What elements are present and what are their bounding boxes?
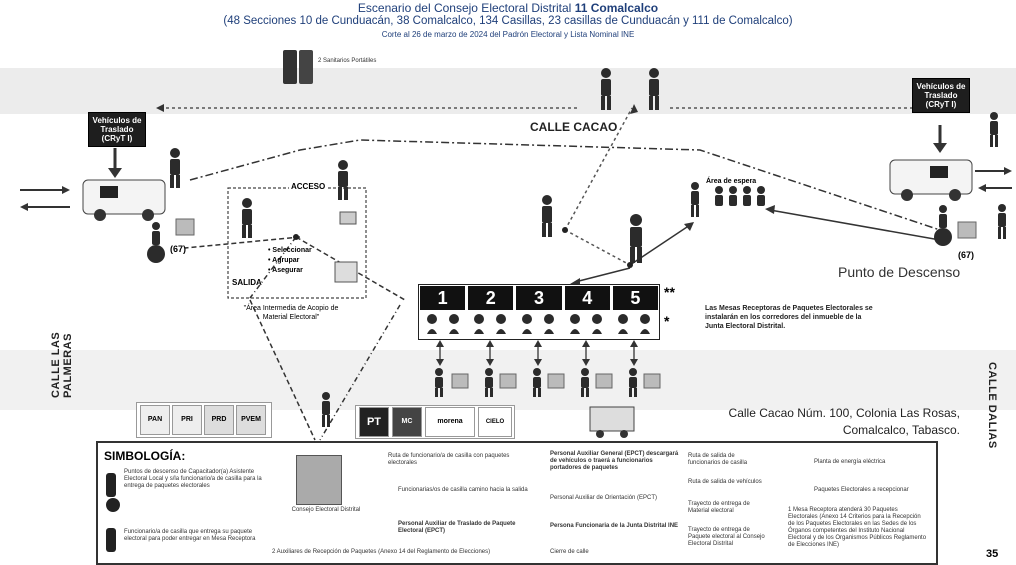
salida-label: SALIDA xyxy=(232,278,262,287)
page-number: 35 xyxy=(986,548,999,560)
mesa-number: 3 xyxy=(516,286,562,310)
sym-item: Paquetes Electorales a recepcionar xyxy=(814,487,909,493)
street-top-label: CALLE CACAO xyxy=(530,120,618,134)
title-bold: 11 Comalcalco xyxy=(574,1,659,15)
party-logo: PAN xyxy=(140,405,170,435)
sym-item: Ruta de salida de vehículos xyxy=(688,479,762,485)
sym-item: Cierre de calle xyxy=(550,549,589,555)
logos-left-panel: PAN PRI PRD PVEM xyxy=(136,402,272,438)
simbologia-title: SIMBOLOGÍA: xyxy=(104,449,186,463)
sym-item: Personal Auxiliar de Traslado de Paquete… xyxy=(398,521,516,534)
vehicle-right-label: Vehículos de Traslado (CRyT I) xyxy=(912,78,970,113)
aux-note: 2 Auxiliares de Recepción de Paquetes (A… xyxy=(272,549,491,555)
acopio-step: Agrupar xyxy=(272,257,300,264)
mark-double: ** xyxy=(664,284,675,300)
sym-item: Funcionarias/os de casilla camino hacia … xyxy=(398,487,528,493)
mesas-note: Las Mesas Receptoras de Paquetes Elector… xyxy=(705,305,873,330)
street-band-top xyxy=(0,68,1016,114)
sym-item: Funcionario/a de casilla que entrega su … xyxy=(124,529,256,542)
acceso-label: ACCESO xyxy=(289,182,328,191)
header: Escenario del Consejo Electoral Distrita… xyxy=(0,2,1016,41)
party-logo: PRI xyxy=(172,405,202,435)
sym-item: 1 Mesa Receptora atenderá 30 Paquetes El… xyxy=(788,507,927,548)
sym-item: Trayecto de entrega de Paquete electoral… xyxy=(688,527,765,547)
mesa-staff-icons xyxy=(427,314,650,334)
sym-item: Ruta de salida de funcionarios de casill… xyxy=(688,453,748,466)
sym-item: Personal Auxiliar de Orientación (EPCT) xyxy=(550,495,658,501)
acopio-steps: • Seleccionar • Agrupar • Asegurar xyxy=(268,247,312,274)
vehicle-left-label: Vehículos de Traslado (CRyT I) xyxy=(88,112,146,147)
sanitario-icon xyxy=(283,50,297,84)
sanitario-icon xyxy=(299,50,313,84)
sym-item: Trayecto de entrega de Material electora… xyxy=(688,501,750,514)
address-line: Calle Cacao Núm. 100, Colonia Las Rosas, xyxy=(728,406,960,420)
acopio-caption: "Área Intermedia de Acopio de Material E… xyxy=(243,305,339,321)
address: Calle Cacao Núm. 100, Colonia Las Rosas,… xyxy=(700,405,960,439)
acopio-step: Seleccionar xyxy=(272,247,312,254)
area-espera-label: Área de espera xyxy=(706,178,757,185)
sym-item: Persona Funcionaria de la Junta Distrita… xyxy=(550,523,679,529)
punto-descenso-label: Punto de Descenso xyxy=(838,264,961,280)
mesa-number: 4 xyxy=(564,286,610,310)
count-left: (67) xyxy=(170,244,187,254)
sym-item: Planta de energía eléctrica xyxy=(814,459,886,465)
sym-item: Puntos de descenso de Capacitador(a) Asi… xyxy=(124,469,262,489)
address-line: Comalcalco, Tabasco. xyxy=(842,423,960,437)
mesas-panel: 1 2 3 4 5 xyxy=(418,284,660,340)
party-logo: MC xyxy=(392,407,422,437)
dot-icon xyxy=(106,498,120,512)
party-logo: PVEM xyxy=(236,405,266,435)
consejo-label: Consejo Electoral Distrital xyxy=(291,507,361,513)
street-right-label: CALLE DALIAS xyxy=(986,362,998,449)
acopio-step: Asegurar xyxy=(272,267,303,274)
simbologia-panel: SIMBOLOGÍA: Puntos de descenso de Capaci… xyxy=(96,441,938,565)
sym-item: Personal Auxiliar General (EPCT) descarg… xyxy=(550,451,679,471)
mark-single: * xyxy=(664,313,670,329)
title-prefix: Escenario del Consejo Electoral Distrita… xyxy=(357,1,572,15)
building-icon xyxy=(296,455,342,505)
mesa-number: 5 xyxy=(612,286,659,310)
mesa-number: 2 xyxy=(468,286,514,310)
sanitarios-label: 2 Sanitarios Portátiles xyxy=(318,58,377,64)
cut-note: Corte al 26 de marzo de 2024 del Padrón … xyxy=(381,30,635,39)
party-logo: PRD xyxy=(204,405,234,435)
logos-right-panel: PT MC morena CIELO CANO xyxy=(355,405,515,453)
party-logo: PT xyxy=(359,407,389,437)
mesa-number: 1 xyxy=(420,286,466,310)
person-icon xyxy=(106,473,116,497)
person-icon xyxy=(106,528,116,552)
party-logo: CIELO CANO xyxy=(478,407,512,453)
party-logo: morena xyxy=(425,407,475,437)
subtitle: (48 Secciones 10 de Cunduacán, 38 Comalc… xyxy=(223,15,793,27)
count-right: (67) xyxy=(958,250,975,260)
sym-item: Ruta de funcionario/a de casilla con paq… xyxy=(388,453,510,466)
